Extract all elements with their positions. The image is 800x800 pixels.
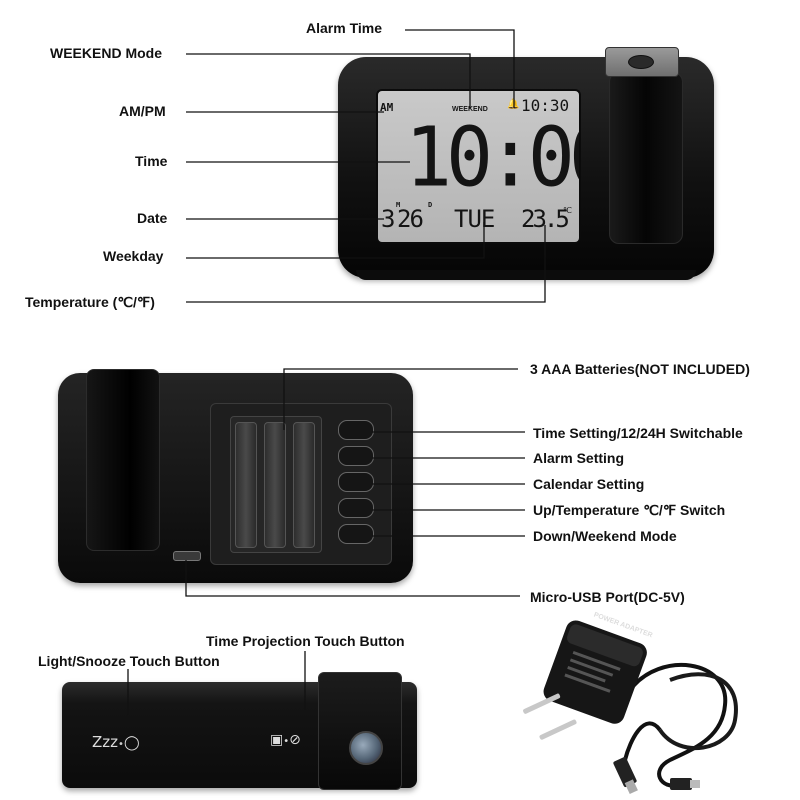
battery-cell xyxy=(264,422,286,548)
label-down-weekend: Down/Weekend Mode xyxy=(533,528,677,544)
month-marker: M xyxy=(396,201,401,209)
projector-icon: ▣ xyxy=(270,732,284,748)
label-alarm-setting: Alarm Setting xyxy=(533,450,625,466)
up-temperature-button[interactable] xyxy=(338,498,374,518)
label-batteries: 3 AAA Batteries(NOT INCLUDED) xyxy=(530,361,750,377)
day-marker: D xyxy=(428,201,433,209)
month-readout: 3 xyxy=(381,205,396,233)
day-readout: 26 xyxy=(397,205,424,233)
weekday-readout: TUE xyxy=(454,205,495,233)
projector-lens xyxy=(628,55,654,69)
projector-arm xyxy=(609,72,683,244)
main-time-readout: 10:00 xyxy=(405,110,579,206)
label-weekday: Weekday xyxy=(103,248,164,264)
weekend-indicator: WEEKEND xyxy=(452,106,488,113)
temperature-readout: 23.5 xyxy=(521,205,570,233)
battery-cell xyxy=(293,422,315,548)
label-up-temperature: Up/Temperature ℃/℉ Switch xyxy=(533,502,726,518)
label-time: Time xyxy=(135,153,168,169)
label-micro-usb: Micro-USB Port(DC-5V) xyxy=(530,589,685,605)
snooze-touch-button[interactable]: Zzz•◯ xyxy=(92,733,140,751)
am-indicator: AM xyxy=(380,101,394,114)
down-weekend-button[interactable] xyxy=(338,524,374,544)
lcd-display: AM WEEKEND 🔔 10:30 10:00 3 M 26 D TUE 23… xyxy=(376,89,581,244)
battery-cell xyxy=(235,422,257,548)
battery-compartment xyxy=(230,416,322,553)
zzz-text: Zzz xyxy=(92,733,119,751)
temp-unit-readout: ℃ xyxy=(563,206,572,215)
label-temperature: Temperature (℃/℉) xyxy=(25,294,155,310)
label-weekend-mode: WEEKEND Mode xyxy=(50,45,162,61)
label-am-pm: AM/PM xyxy=(119,103,166,119)
label-projection-button: Time Projection Touch Button xyxy=(206,633,405,649)
alarm-off-icon: ⊘ xyxy=(289,732,301,748)
micro-usb-port[interactable] xyxy=(173,551,201,561)
projector-stand-back xyxy=(86,369,160,551)
label-alarm-time: Alarm Time xyxy=(306,20,382,36)
label-light-snooze: Light/Snooze Touch Button xyxy=(38,653,220,669)
alarm-time-readout: 10:30 xyxy=(521,96,570,115)
label-calendar-setting: Calendar Setting xyxy=(533,476,645,492)
power-adapter-illustration xyxy=(523,620,738,795)
time-setting-button[interactable] xyxy=(338,420,374,440)
light-bulb-icon: ◯ xyxy=(123,735,140,751)
label-time-setting: Time Setting/12/24H Switchable xyxy=(533,425,743,441)
label-date: Date xyxy=(137,210,168,226)
alarm-setting-button[interactable] xyxy=(338,446,374,466)
calendar-setting-button[interactable] xyxy=(338,472,374,492)
projection-lens xyxy=(349,731,383,765)
clock-front-base xyxy=(356,270,696,280)
bell-icon: 🔔 xyxy=(507,99,520,110)
projection-touch-button[interactable]: ▣•⊘ xyxy=(270,732,301,748)
